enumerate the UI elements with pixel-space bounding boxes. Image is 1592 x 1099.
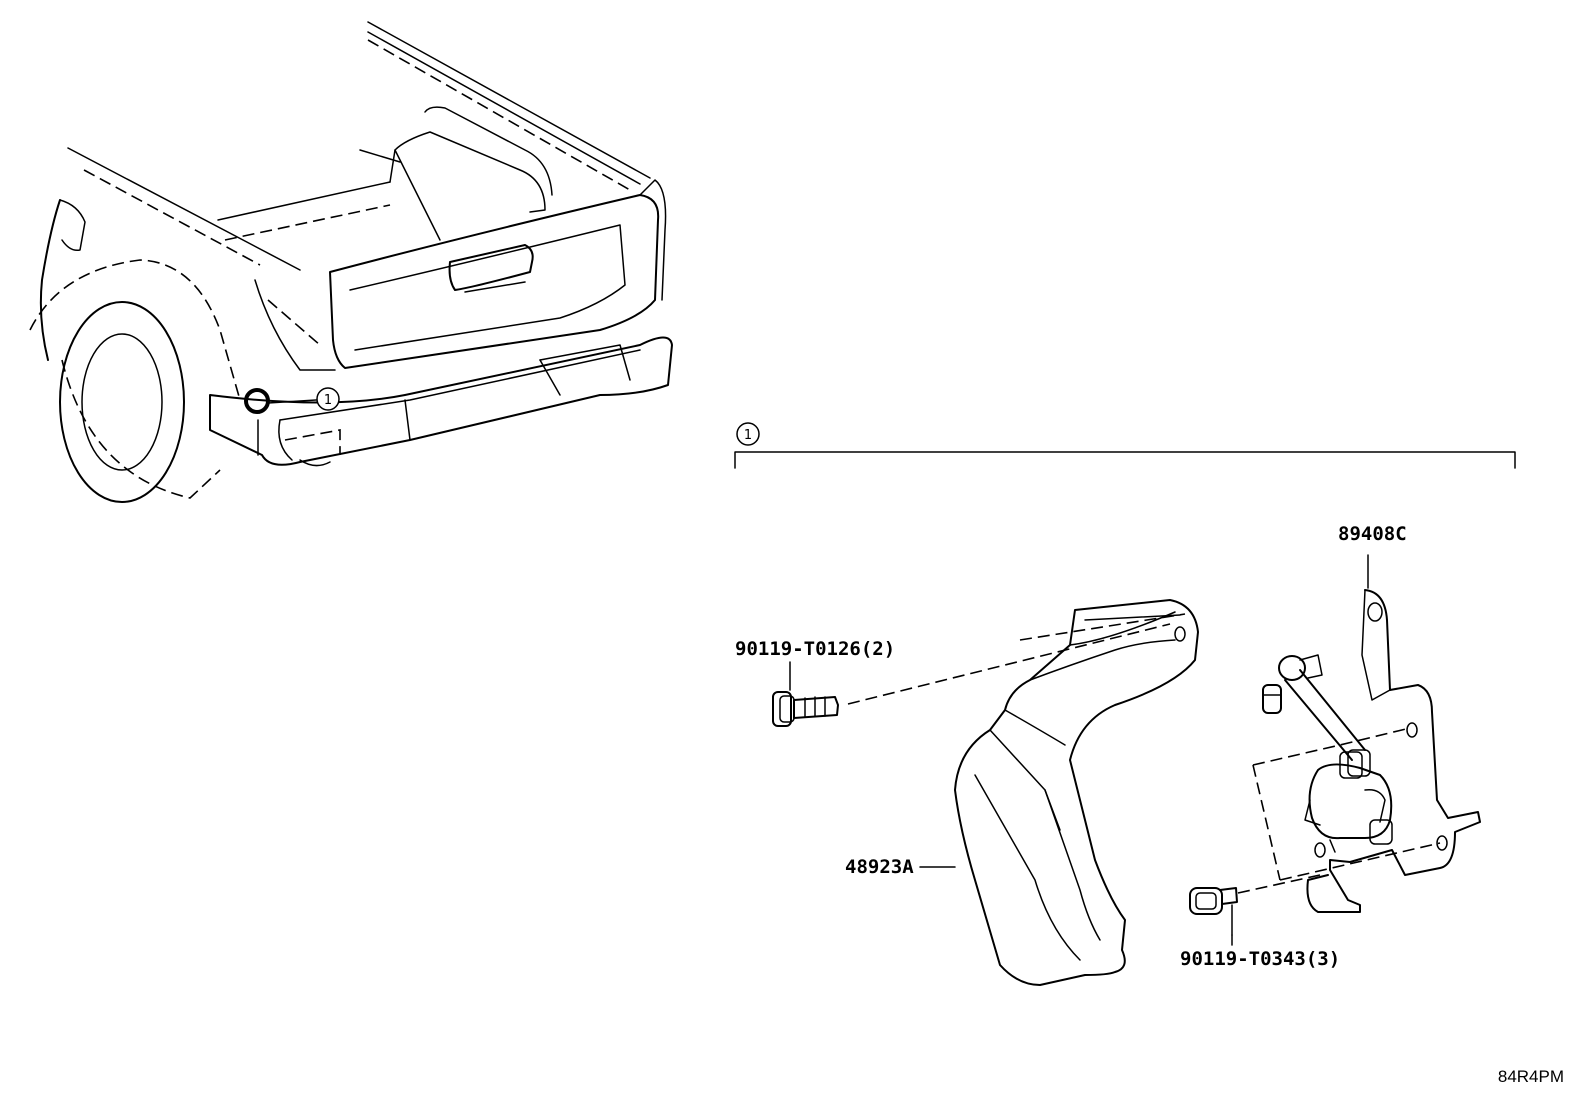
- bolt-lower: [1189, 887, 1238, 936]
- callout-number-assembly: 1: [744, 428, 752, 443]
- reference-code: 84R4PM: [1498, 1067, 1564, 1086]
- callout-circle-assembly: [736, 422, 760, 446]
- callout-circle-vehicle: [316, 387, 340, 411]
- vehicle-rear-illustration: 1: [29, 21, 673, 503]
- label-bolt-upper: 90119-T0126(2): [735, 638, 895, 660]
- bracket-48923A: [954, 599, 1199, 986]
- assembly-bracket-line: [734, 451, 1516, 469]
- assembly-group: 1: [734, 422, 1516, 986]
- label-bracket: 48923A: [845, 856, 914, 878]
- bolt-upper: [772, 661, 839, 727]
- label-sensor: 89408C: [1338, 523, 1407, 545]
- height-sensor-89408C: [1252, 554, 1481, 913]
- sensor-location-marker: [244, 388, 270, 414]
- callout-number-vehicle: 1: [324, 393, 332, 408]
- label-bolt-lower: 90119-T0343(3): [1180, 948, 1340, 970]
